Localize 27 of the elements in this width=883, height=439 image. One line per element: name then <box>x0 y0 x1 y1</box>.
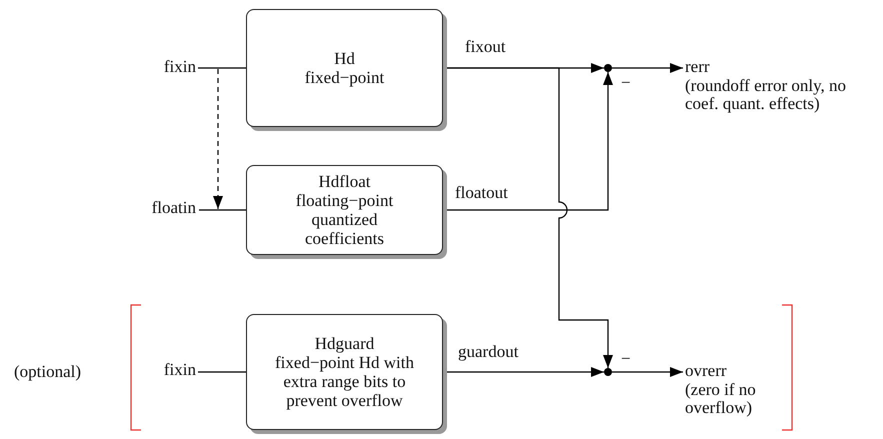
signal-name: fixin <box>150 361 196 380</box>
dashed-arrow <box>213 69 223 209</box>
signal-name: fixin <box>150 58 196 77</box>
block-name: Hdguard <box>314 334 374 353</box>
edge-label: floatout <box>455 184 508 201</box>
signal-line <box>198 371 246 373</box>
sign-label: − <box>621 74 631 91</box>
signal-line <box>199 209 246 211</box>
arrow <box>612 367 683 377</box>
summing-junction <box>604 64 612 72</box>
arrow <box>612 63 683 73</box>
signal-note: (zero if no overflow) <box>685 380 757 418</box>
signal-name: floatin <box>138 199 196 218</box>
block-description: fixed−point <box>304 68 384 88</box>
block-name: Hdfloat <box>318 172 370 191</box>
sign-label: − <box>621 350 631 367</box>
block-description: floating−point quantized coefficients <box>294 190 394 248</box>
summing-junction <box>604 368 612 376</box>
signal-name: ovrerr <box>685 362 728 381</box>
signal-note: (roundoff error only, no coef. quant. effects) <box>685 76 847 114</box>
edge-label: guardout <box>458 343 518 360</box>
signal-name: rerr <box>685 58 711 77</box>
note: (optional) <box>14 363 82 380</box>
signal-line <box>198 67 246 69</box>
block-description: fixed−point Hd with extra range bits to prevent overflow <box>274 352 415 410</box>
block-name: Hd <box>334 48 355 68</box>
edge-label: fixout <box>465 38 506 55</box>
